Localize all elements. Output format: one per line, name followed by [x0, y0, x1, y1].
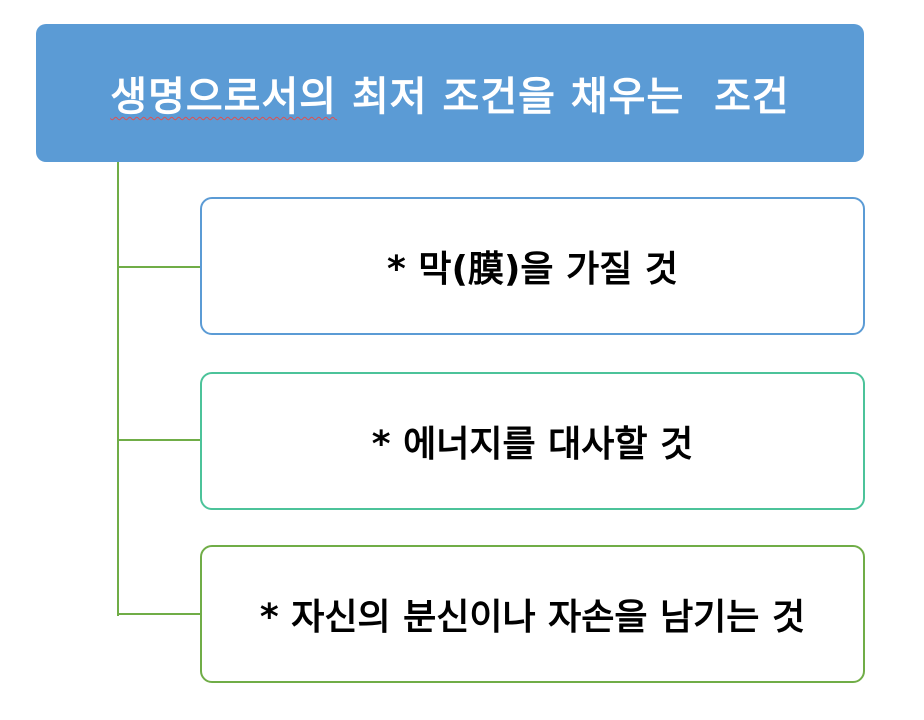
connector-branch-2 [117, 439, 201, 441]
item-label: * 자신의 분신이나 자손을 남기는 것 [259, 597, 806, 638]
connector-branch-1 [117, 266, 201, 268]
connector-vertical [117, 162, 119, 616]
item-box-membrane: * 막(膜)을 가질 것 [200, 197, 865, 335]
header-title-marked: 생명으로서의 [110, 74, 338, 120]
item-box-metabolism: * 에너지를 대사할 것 [200, 372, 865, 510]
item-label: * 막(膜)을 가질 것 [387, 249, 678, 290]
header-title: 생명으로서의 최저 조건을 채우는 조건 [110, 64, 789, 122]
item-box-reproduction: * 자신의 분신이나 자손을 남기는 것 [200, 545, 865, 683]
header-title-rest: 최저 조건을 채우는 조건 [337, 74, 790, 120]
diagram-header: 생명으로서의 최저 조건을 채우는 조건 [36, 24, 864, 162]
connector-branch-3 [117, 613, 201, 615]
item-label: * 에너지를 대사할 것 [371, 424, 694, 465]
